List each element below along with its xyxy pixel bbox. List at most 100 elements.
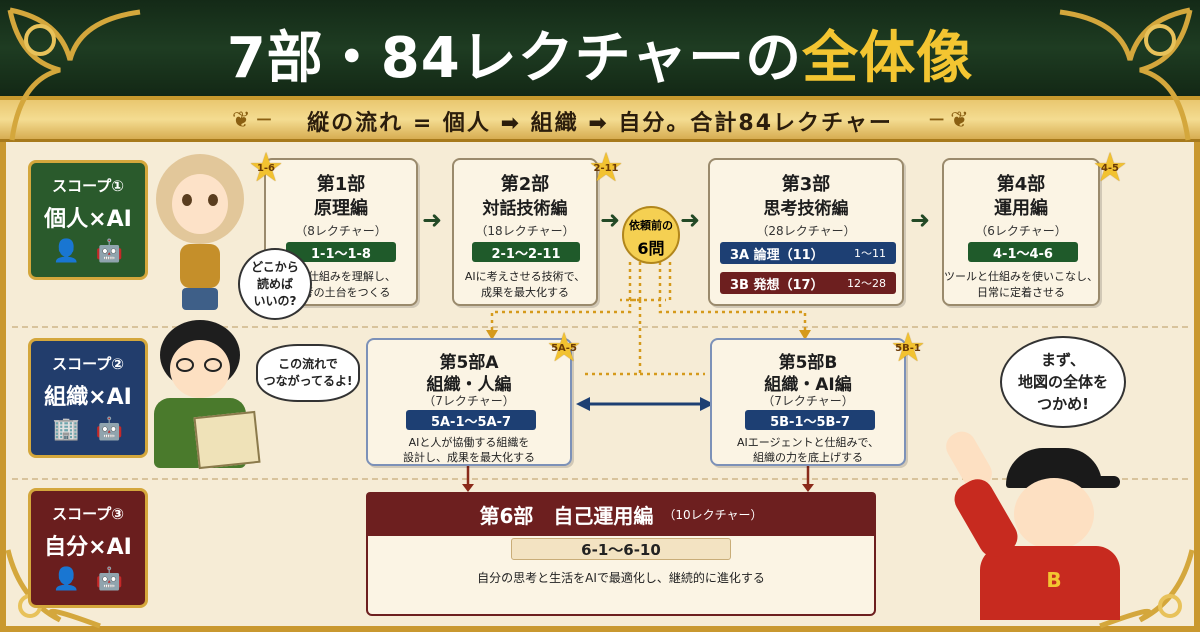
part-description: 日常に定着させる xyxy=(977,286,1065,299)
part-number: 第2部 xyxy=(500,174,550,195)
flourish-left-icon: ❦ ─ xyxy=(232,108,271,133)
star-label: 2-11 xyxy=(593,163,619,174)
question-count: 6問 xyxy=(637,239,665,258)
part-description: AIの仕組みを理解し、 xyxy=(286,270,396,283)
part-description: AIエージェントと仕組みで、 xyxy=(736,436,880,449)
part-5b-card[interactable]: 第5部B 組織・AI編 （7レクチャー） 5B-1〜5B-7 AIエージェントと… xyxy=(710,338,906,466)
pre-request-questions-badge[interactable]: 依頼前の 6問 xyxy=(622,206,680,264)
bubble-line: 読めば xyxy=(256,276,293,291)
scope-panel-individual: スコープ① 個人×AI 👤🤖 xyxy=(28,160,148,280)
star-label: 5A-5 xyxy=(551,343,577,354)
row-separator xyxy=(12,326,1188,328)
sub-part-label: 3A 論理（11） xyxy=(730,247,824,263)
scope-panel-organization: スコープ② 組織×AI 🏢🤖 xyxy=(28,338,148,458)
part-number: 第3部 xyxy=(781,174,831,195)
speech-bubble-cap-boy: まず、地図の全体をつかめ! xyxy=(1000,336,1126,428)
page-title: 7部・84レクチャーの全体像 xyxy=(150,8,1050,98)
girl-eye xyxy=(182,194,192,206)
part-number: 第1部 xyxy=(316,174,366,195)
question-label: 依頼前の xyxy=(629,219,673,232)
subtitle-bar xyxy=(0,100,1200,142)
robot-icon: 🤖 xyxy=(95,239,124,264)
title-highlight: 全体像 xyxy=(802,25,974,91)
scope-name: 組織×AI xyxy=(44,385,132,410)
lecture-count: （7レクチャー） xyxy=(423,394,515,408)
scope-name: 自分×AI xyxy=(44,535,132,560)
bubble-line: どこから xyxy=(251,259,299,274)
corner-ornament-top-right-icon xyxy=(1059,7,1193,141)
part-title: 第6部 自己運用編 xyxy=(479,503,654,528)
part-2-card[interactable]: 第2部 対話技術編 （18レクチャー） 2-1〜2-11 AIに考えさせる技術で… xyxy=(452,158,598,306)
part-number: 第5部B xyxy=(778,353,838,373)
person-icon: 👤 xyxy=(52,567,81,592)
corner-ornament-top-left-icon xyxy=(7,7,141,141)
part-description: 組織の力を底上げする xyxy=(753,451,863,464)
part-5a-card[interactable]: 第5部A 組織・人編 （7レクチャー） 5A-1〜5A-7 AIと人が協働する組… xyxy=(366,338,572,466)
cap-boy-character: B xyxy=(941,420,1144,620)
flourish-right-icon: ─ ❦ xyxy=(930,108,969,133)
title-main: 7部・84レクチャーの xyxy=(226,25,803,91)
chain-pendant-b: B xyxy=(1046,568,1062,592)
cap-boy-face xyxy=(1014,478,1094,550)
lecture-range: 5B-1〜5B-7 xyxy=(745,410,875,430)
glasses-icon xyxy=(204,358,222,372)
girl-face xyxy=(172,174,228,234)
part-description: 思考の土台をつくる xyxy=(291,286,391,299)
part-number: 第4部 xyxy=(996,174,1046,195)
gold-frame xyxy=(0,142,1200,632)
speech-bubble-girl: どこから読めばいいの? xyxy=(238,248,312,320)
star-label: 1-6 xyxy=(256,163,276,174)
bubble-line: この流れで xyxy=(278,357,338,371)
girl-eye xyxy=(208,194,218,206)
part-title: 組織・人編 xyxy=(426,375,512,395)
part-description: AIに考えさせる技術で、 xyxy=(464,270,586,283)
part-4-card[interactable]: 第4部 運用編 （6レクチャー） 4-1〜4-6 ツールと仕組みを使いこなし、 … xyxy=(942,158,1100,306)
bubble-line: つかめ! xyxy=(1037,395,1089,413)
star-badge-icon: ★ xyxy=(546,325,582,371)
building-icon: 🏢 xyxy=(52,417,81,442)
part-description: ツールと仕組みを使いこなし、 xyxy=(944,270,1098,283)
boy-character xyxy=(140,310,280,480)
part-3-card[interactable]: 第3部 思考技術編 （28レクチャー） 3A 論理（11） 1〜11 3B 発想… xyxy=(708,158,904,306)
part-number: 第5部A xyxy=(439,353,499,373)
person-icon: 👤 xyxy=(52,239,81,264)
subtitle: 縦の流れ = 個人 ➡ 組織 ➡ 自分。合計84レクチャー xyxy=(307,111,893,136)
part-description: 成果を最大化する xyxy=(481,286,569,299)
scope-label: スコープ③ xyxy=(52,505,124,523)
glasses-icon xyxy=(176,358,194,372)
sub-part-range: 12〜28 xyxy=(847,277,886,290)
girl-character xyxy=(150,146,250,316)
bubble-line: まず、 xyxy=(1041,351,1085,369)
lecture-count: （6レクチャー） xyxy=(975,224,1067,238)
part-title: 組織・AI編 xyxy=(764,375,852,395)
part-6-header: 第6部 自己運用編 （10レクチャー） xyxy=(366,492,876,536)
star-label: 5B-1 xyxy=(895,343,921,354)
bubble-line: 地図の全体を xyxy=(1017,373,1108,391)
header-banner xyxy=(0,0,1200,100)
lecture-range: 4-1〜4-6 xyxy=(968,242,1078,262)
part-3a-logic[interactable]: 3A 論理（11） 1〜11 xyxy=(720,242,896,264)
girl-shorts xyxy=(182,288,218,310)
lecture-range: 6-1〜6-10 xyxy=(511,538,731,560)
scope-name: 個人×AI xyxy=(44,207,132,232)
arrow-right-icon: ➜ xyxy=(422,206,443,234)
robot-icon: 🤖 xyxy=(95,567,124,592)
part-title: 思考技術編 xyxy=(763,199,849,219)
bubble-line: いいの? xyxy=(253,293,297,308)
robot-icon: 🤖 xyxy=(95,417,124,442)
sub-part-range: 1〜11 xyxy=(854,247,886,260)
lecture-count: （8レクチャー） xyxy=(295,224,387,238)
lecture-range: 5A-1〜5A-7 xyxy=(406,410,536,430)
star-badge-icon: ★ xyxy=(1092,145,1128,191)
lecture-count: （18レクチャー） xyxy=(475,224,575,238)
part-3b-ideation[interactable]: 3B 発想（17） 12〜28 xyxy=(720,272,896,294)
star-badge-icon: ★ xyxy=(588,145,624,191)
star-badge-icon: ★ xyxy=(890,325,926,371)
girl-body xyxy=(180,244,220,288)
sub-part-label: 3B 発想（17） xyxy=(730,277,824,293)
lecture-count: （7レクチャー） xyxy=(762,394,854,408)
part-title: 原理編 xyxy=(314,198,368,219)
star-label: 4-5 xyxy=(1100,163,1120,174)
